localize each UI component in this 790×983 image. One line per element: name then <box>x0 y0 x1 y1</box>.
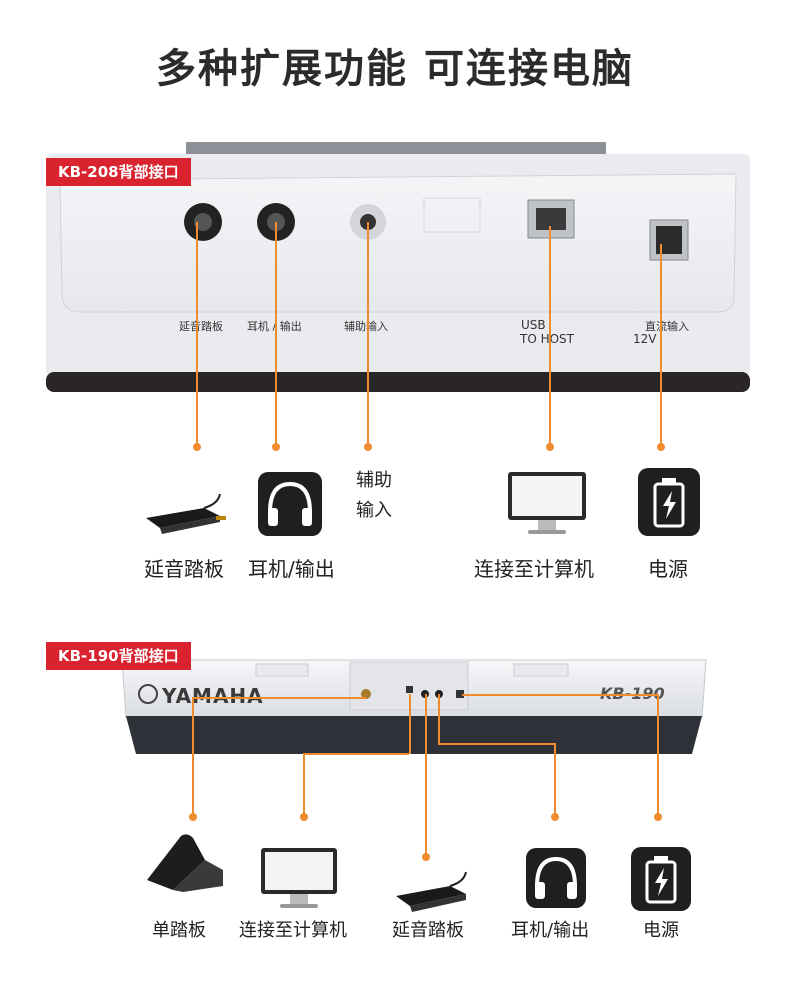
kb190-panel-image <box>121 659 707 754</box>
kb190-caption-computer: 连接至计算机 <box>239 920 347 941</box>
kb208-label-aux: 辅助输入 <box>344 320 388 333</box>
kb190-tag: KB-190背部接口 <box>46 642 191 670</box>
kb208-tag: KB-208背部接口 <box>46 158 191 186</box>
kb208-caption-aux-1: 辅助 <box>356 470 392 491</box>
kb208-caption-aux-2: 输入 <box>356 500 392 521</box>
sustain-pedal-icon <box>396 871 467 912</box>
kb208-label-dc-volt: 12V <box>633 332 657 346</box>
kb190-caption-phones: 耳机/输出 <box>511 920 590 941</box>
sustain-pedal-icon <box>146 493 226 534</box>
monitor-icon <box>261 848 337 908</box>
kb208-label-sustain: 延音踏板 <box>179 320 223 333</box>
kb208-label-usb-host: TO HOST <box>520 332 575 346</box>
battery-power-icon <box>638 468 700 536</box>
kb190-caption-power: 电源 <box>643 920 679 941</box>
kb208-caption-computer: 连接至计算机 <box>474 557 594 581</box>
kb208-caption-phones: 耳机/输出 <box>248 557 335 581</box>
kb190-caption-sustain: 延音踏板 <box>392 920 464 941</box>
kb208-label-dc: 直流输入 <box>645 320 689 333</box>
kb208-caption-power: 电源 <box>648 557 688 581</box>
kb190-caption-single-pedal: 单踏板 <box>152 920 206 941</box>
kb208-caption-sustain: 延音踏板 <box>144 557 224 581</box>
page-title: 多种扩展功能 可连接电脑 <box>156 46 634 92</box>
headphones-icon <box>258 472 322 536</box>
battery-power-icon <box>631 847 691 911</box>
headphones-icon <box>526 848 586 908</box>
kb208-label-usb: USB <box>521 318 546 332</box>
kb190-model: KB-190 <box>600 684 665 703</box>
foot-pedal-icon <box>147 834 223 892</box>
kb208-label-phones: 耳机 / 输出 <box>247 320 302 333</box>
kb190-rear-panel <box>118 658 710 758</box>
monitor-icon <box>508 472 586 534</box>
kb190-brand: YAMAHA <box>162 684 264 708</box>
